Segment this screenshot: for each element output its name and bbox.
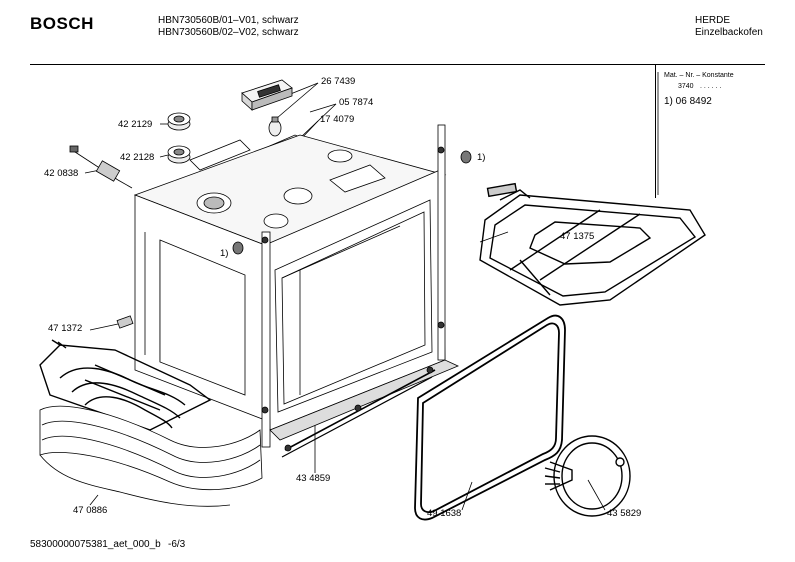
- header-rule: [30, 64, 765, 65]
- part-label-434859: 43 4859: [296, 473, 331, 484]
- footer-doc-id: 58300000075381_aet_000_b: [30, 539, 161, 550]
- part-label-422128: 42 2128: [120, 152, 155, 163]
- note-marker-left: 1): [220, 248, 229, 259]
- bottom-heating-element: [39, 339, 212, 431]
- screw-right: [460, 150, 472, 164]
- knob-lower: [167, 145, 191, 164]
- part-label-470886: 47 0886: [73, 505, 108, 516]
- oven-body: [133, 124, 459, 448]
- connector-420838: [69, 145, 133, 189]
- screw-left: [232, 241, 244, 255]
- door-rail: [281, 366, 436, 458]
- note-marker-right: 1): [477, 152, 486, 163]
- category-line-2: Einzelbackofen: [695, 27, 763, 38]
- part-label-267439: 26 7439: [321, 76, 356, 87]
- legend-heading: Mat. – Nr. – Konstante: [664, 72, 734, 79]
- legend-row-dots: . . . . . .: [700, 83, 722, 90]
- part-label-174079: 17 4079: [320, 114, 355, 125]
- legend-note: 1) 06 8492: [664, 96, 712, 107]
- top-heating-element: [479, 182, 706, 306]
- door-seal: [414, 314, 566, 521]
- switch-unit: [241, 79, 293, 111]
- legend-divider: [655, 64, 656, 198]
- ring-heating-element: [544, 435, 631, 517]
- model-line-1: HBN730560B/01–V01, schwarz: [158, 15, 299, 26]
- part-label-435829: 43 5829: [607, 508, 642, 519]
- part-label-422129: 42 2129: [118, 119, 153, 130]
- lamp-bulb: [268, 116, 282, 137]
- model-line-2: HBN730560B/02–V02, schwarz: [158, 27, 299, 38]
- insulation-mat: [39, 405, 263, 507]
- element-clip: [116, 315, 134, 329]
- category-line-1: HERDE: [695, 15, 731, 26]
- part-label-491638: 49 1638: [427, 508, 462, 519]
- part-label-471375: 47 1375: [560, 231, 595, 242]
- leader-lines: [84, 72, 659, 511]
- part-label-057874: 05 7874: [339, 97, 374, 108]
- legend-row-value: 3740: [678, 83, 694, 90]
- part-label-471372: 47 1372: [48, 323, 83, 334]
- knob-upper: [167, 112, 191, 131]
- footer-page: -6/3: [168, 539, 186, 550]
- part-label-420838: 42 0838: [44, 168, 79, 179]
- bosch-logo: BOSCH: [30, 14, 94, 33]
